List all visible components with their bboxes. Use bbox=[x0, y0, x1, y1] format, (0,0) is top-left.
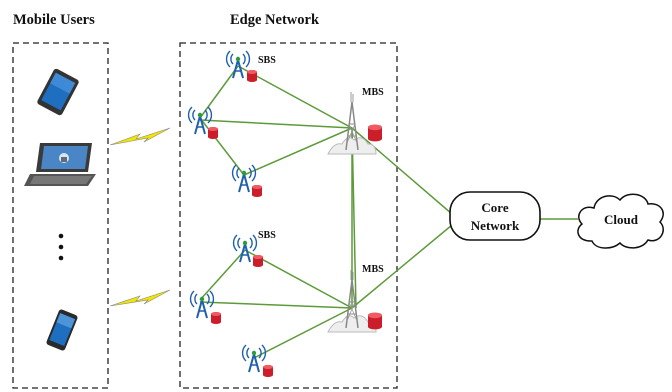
laptop-icon bbox=[24, 143, 96, 186]
cache-storage-icon bbox=[208, 127, 218, 139]
sbs-label-top: SBS bbox=[258, 55, 276, 66]
sbs-tower-icon bbox=[225, 50, 251, 79]
mobile-users-title: Mobile Users bbox=[13, 12, 95, 28]
core-network-label-line2: Network bbox=[471, 218, 520, 233]
tablet-icon bbox=[37, 68, 79, 116]
cache-storage-icon bbox=[263, 365, 273, 377]
cache-storage-icon bbox=[368, 124, 382, 142]
lightning-icon bbox=[109, 289, 171, 307]
sbs-tower-icon bbox=[189, 290, 215, 319]
edge-network-title: Edge Network bbox=[230, 12, 320, 28]
smartphone-icon bbox=[46, 309, 78, 351]
cache-storage-icon bbox=[211, 312, 221, 324]
lightning-icon bbox=[109, 127, 171, 146]
core-network-label-line1: Core bbox=[481, 200, 508, 215]
core-network-node bbox=[449, 191, 541, 241]
network-links bbox=[199, 65, 578, 359]
cloud-icon bbox=[577, 193, 664, 249]
cache-storage-icon bbox=[368, 312, 382, 330]
mbs-label-top: MBS bbox=[362, 87, 384, 98]
ellipsis-icon bbox=[58, 233, 64, 261]
sbs-tower-icon bbox=[241, 344, 267, 373]
cache-storage-icon bbox=[247, 70, 257, 82]
mbs-label-bottom: MBS bbox=[362, 264, 384, 275]
edge-network-box bbox=[179, 42, 398, 389]
sbs-label-bottom: SBS bbox=[258, 230, 276, 241]
cache-storage-icon bbox=[252, 185, 262, 197]
cloud-label: Cloud bbox=[604, 212, 639, 227]
cache-storage-icon bbox=[253, 255, 263, 267]
mbs-tower-icon bbox=[327, 91, 377, 155]
